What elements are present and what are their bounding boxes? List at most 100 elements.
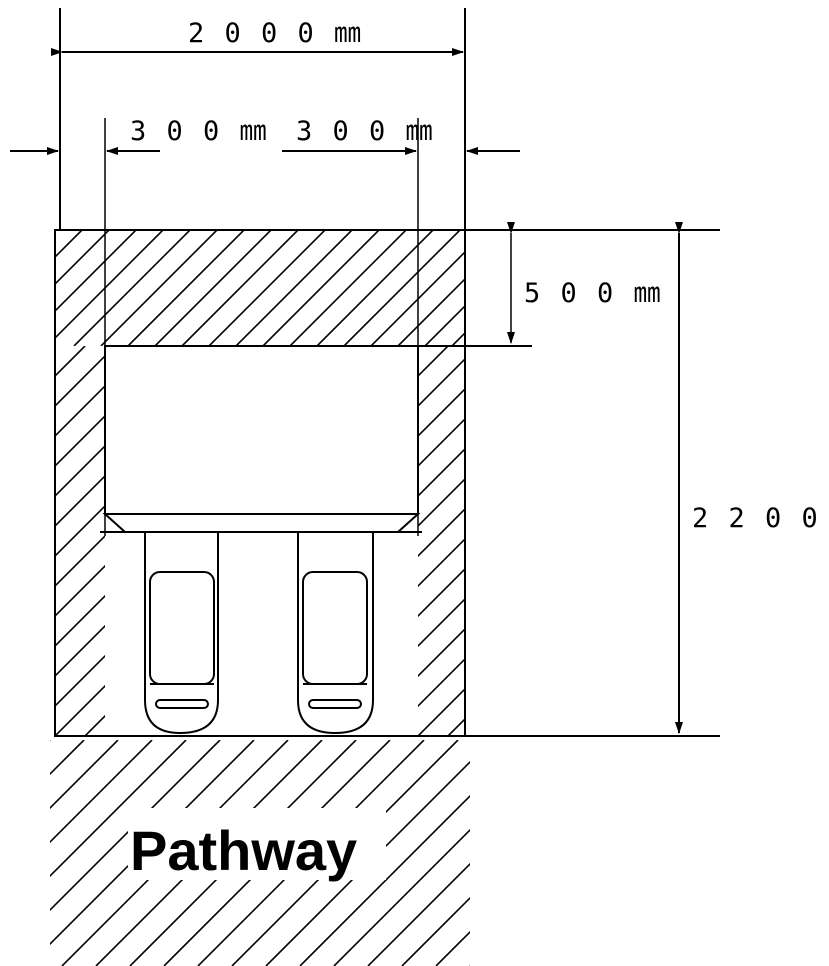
hatch-line [418,537,465,588]
hatch-line [808,346,829,736]
hatch-line [154,230,272,346]
hatch-line [418,357,465,408]
hatch-line [504,740,730,966]
hatch-line [447,717,465,736]
hatch-line [572,740,798,966]
dim-total-depth: 2 2 0 0 ㎜ [692,503,829,534]
hatch-line [205,346,595,736]
hatch-line [235,230,353,346]
hatch-line [385,346,775,736]
hatch-line [718,346,829,736]
hatch-line [370,250,465,346]
dim-left-clearance: 3 0 0 ㎜ [130,116,269,147]
hatch-line [401,896,470,966]
hatch-line [55,624,105,678]
hatch-line [100,230,218,346]
hatch-line [55,230,137,313]
hatch-line [418,507,465,558]
hatch-line [418,346,449,378]
hatch-line [778,346,829,736]
hatch-line [55,594,105,648]
left-wall-hatch [55,346,829,736]
hatch-line [50,740,51,742]
hatch-line [55,384,105,438]
hatch-line [84,714,105,736]
hatch-line [265,346,655,736]
hatch-line [418,387,465,438]
pathway-label-bg [128,808,386,880]
hatch-line [208,230,326,346]
hatch-line [568,346,829,736]
pathway-label: Pathway [130,819,357,882]
hatch-line [418,687,465,736]
hatch-line [628,346,829,736]
hatch-line [508,346,829,736]
hatch-line [355,346,745,736]
hatch-line [418,627,465,678]
hatch-line [640,740,829,966]
device-base [102,513,421,533]
hatch-line [688,346,829,736]
hatch-line [55,354,105,408]
hatch-line [538,740,764,966]
hatch-line [418,417,465,468]
hatch-line [50,740,221,912]
hatch-line [55,504,105,558]
hatch-line [289,230,407,346]
hatch-line [299,794,470,966]
room-outline [54,229,466,737]
hatch-line [469,964,470,966]
hatch-line [73,230,191,346]
hatch-line [748,346,829,736]
hatch-line [333,828,470,966]
hatch-line [55,346,56,348]
hatch-line [55,474,105,528]
hatch-line [658,346,829,736]
dim-total-width: 2 0 0 0 ㎜ [188,18,363,49]
hatch-line [55,564,105,618]
hatch-line [445,346,829,736]
hatch-line [50,740,119,810]
hatch-line [262,230,380,346]
pathway-hatch [50,740,829,966]
hatch-line [55,684,105,736]
device-body [104,345,419,515]
rear-wall-hatch [55,230,465,346]
hatch-line [55,346,86,378]
hatch-line [55,654,105,708]
hatch-line [415,346,805,736]
hatch-line [55,444,105,498]
hatch-line [475,346,829,736]
hatch-line [50,740,85,776]
hatch-line [55,230,110,286]
hatch-line [55,230,83,259]
dim-rear-depth: 5 0 0 ㎜ [524,278,663,309]
hatch-line [55,230,56,232]
hatch-line [295,346,685,736]
hatch-line [418,597,465,648]
hatch-line [50,740,187,878]
hatch-line [674,740,829,966]
hatch-line [424,304,465,346]
dim-right-clearance: 3 0 0 ㎜ [296,116,435,147]
hatch-line [145,346,535,736]
hatch-line [478,346,829,736]
hatch-line [538,346,829,736]
hatch-line [325,346,715,736]
hatch-line [127,230,245,346]
hatch-line [50,740,153,844]
hatch-line [418,477,465,528]
hatch-line [235,346,625,736]
right-wall-hatch [418,346,829,736]
hatch-line [316,230,434,346]
hatch-line [418,657,465,708]
hatch-line [343,230,461,346]
hatch-line [435,930,470,966]
left-leg [144,532,219,735]
hatch-line [55,534,105,588]
hatch-line [418,567,465,618]
hatch-line [606,740,829,966]
hatch-line [175,346,565,736]
hatch-line [367,862,470,966]
